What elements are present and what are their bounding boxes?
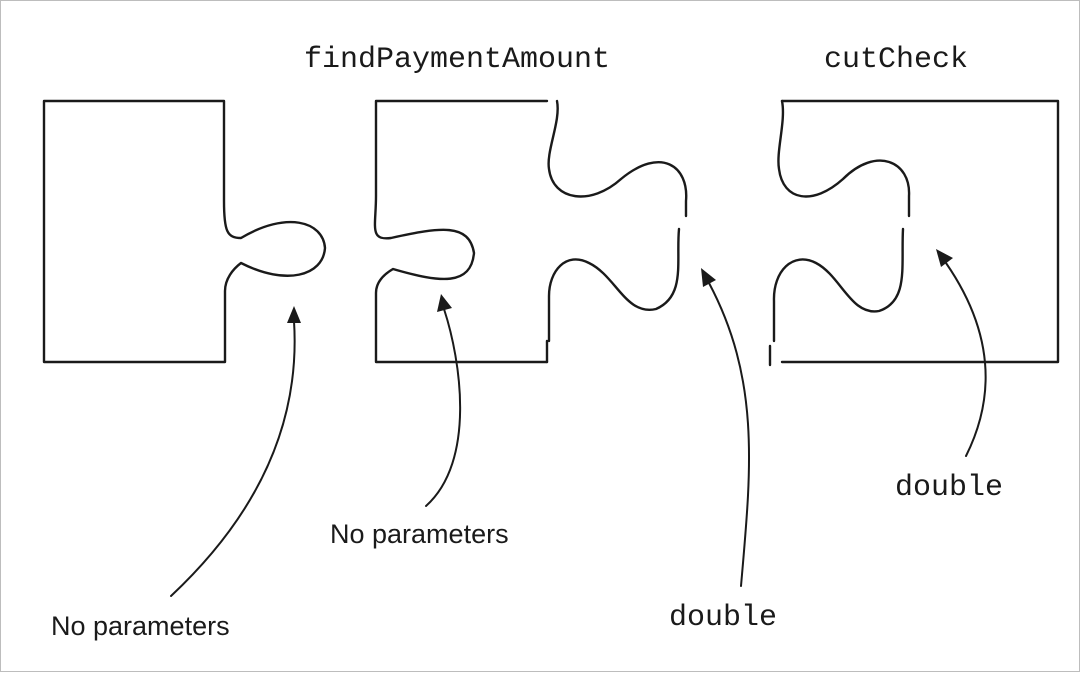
findPaymentAmount-return-socket xyxy=(547,99,688,218)
cutCheck-param-socket xyxy=(777,99,911,218)
arrowhead-middle xyxy=(437,294,452,312)
arrow-left-no-params xyxy=(170,320,296,597)
label-middle-double: double xyxy=(669,601,777,635)
label-right-double: double xyxy=(895,471,1003,505)
left-puzzle-piece xyxy=(42,99,327,364)
label-middle-no-parameters: No parameters xyxy=(330,519,509,549)
arrowhead-left xyxy=(287,306,301,323)
method-title-cutCheck: cutCheck xyxy=(824,43,968,77)
arrow-middle-double xyxy=(708,282,751,587)
arrowhead-middle-double xyxy=(701,268,716,287)
cutCheck-puzzle-piece xyxy=(780,99,1060,364)
findPaymentAmount-puzzle-piece xyxy=(373,99,549,364)
findPaymentAmount-return-socket-lower xyxy=(547,227,681,343)
arrow-right-double xyxy=(945,262,987,457)
cutCheck-param-socket-lower xyxy=(772,227,905,343)
arrowhead-right-double xyxy=(936,249,953,267)
arrow-middle-no-params xyxy=(425,308,462,507)
label-left-no-parameters: No parameters xyxy=(51,611,230,641)
method-title-findPaymentAmount: findPaymentAmount xyxy=(304,43,610,77)
